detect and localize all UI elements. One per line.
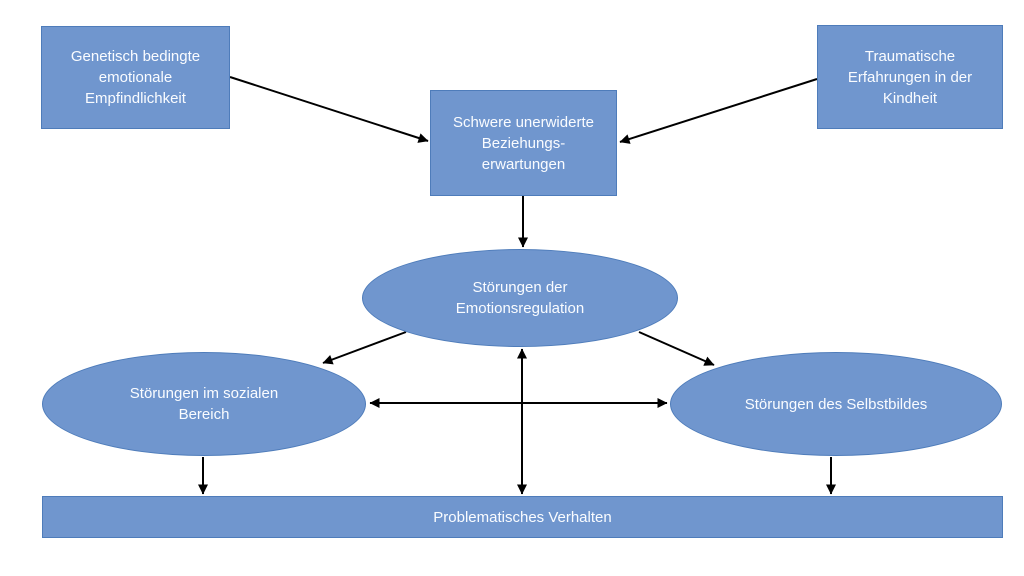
- node-label: Problematisches Verhalten: [433, 508, 612, 526]
- arrow-emotionsregulation-to-sozial: [322, 331, 407, 365]
- node-stoerungen-sozialer-bereich: Störungen im sozialen Bereich: [42, 352, 366, 456]
- node-unerwiderte-beziehungserwartungen: Schwere unerwiderte Beziehungs-erwartung…: [430, 90, 617, 196]
- node-label: Schwere unerwiderte Beziehungs-erwartung…: [453, 113, 594, 173]
- node-label: Genetisch bedingte emotionale Empfindlic…: [70, 48, 201, 107]
- node-label: Traumatische Erfahrungen in der Kindheit: [847, 47, 973, 107]
- arrow-trauma-to-expectations: [619, 78, 818, 144]
- node-label: Störungen des Selbstbildes: [744, 395, 928, 413]
- node-label: Störungen im sozialen Bereich: [129, 385, 279, 423]
- node-traumatische-erfahrungen: Traumatische Erfahrungen in der Kindheit: [817, 25, 1003, 129]
- node-label: Störungen der Emotionsregulation: [455, 279, 585, 317]
- arrow-emotionsregulation-to-selbstbild: [638, 331, 715, 366]
- arrow-genetic-to-expectations: [229, 76, 429, 143]
- node-genetisch-bedingte-empfindlichkeit: Genetisch bedingte emotionale Empfindlic…: [41, 26, 230, 129]
- node-problematisches-verhalten: Problematisches Verhalten: [42, 496, 1003, 538]
- node-stoerungen-emotionsregulation: Störungen der Emotionsregulation: [362, 249, 678, 347]
- node-stoerungen-selbstbild: Störungen des Selbstbildes: [670, 352, 1002, 456]
